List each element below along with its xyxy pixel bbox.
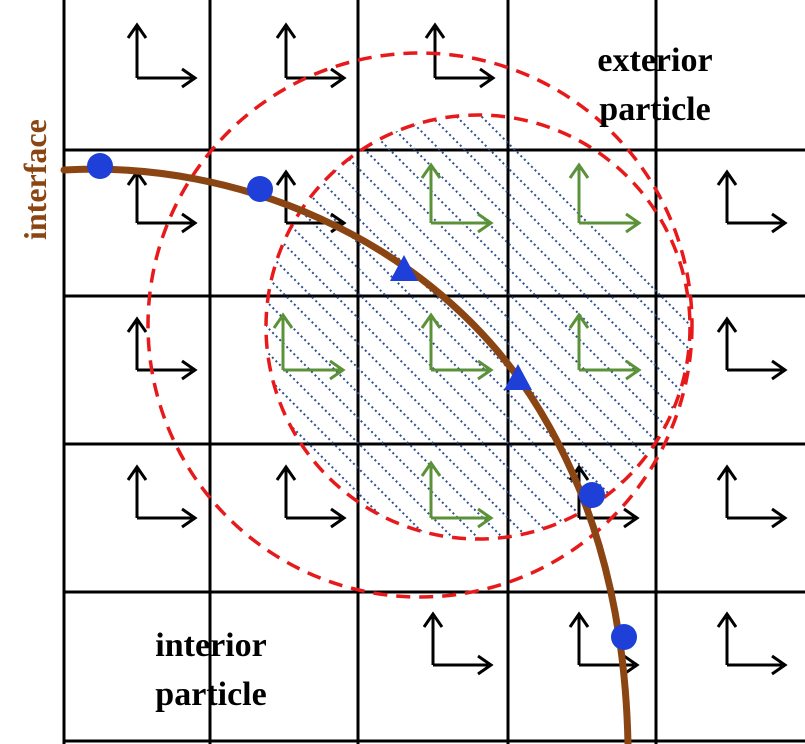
exterior-particle-label-line1: exterior (597, 42, 712, 79)
xy-axes-icon (275, 169, 347, 234)
interface-label: interface (17, 119, 53, 240)
blue-circle-marker-icon (611, 624, 637, 650)
blue-triangle-marker-icon (504, 364, 532, 390)
blue-circle-marker-icon (87, 153, 113, 179)
xy-axes-icon (716, 464, 788, 529)
interior-particle-label-line1: interior (155, 627, 266, 664)
xy-axes-icon (126, 316, 198, 381)
xy-axes-icon (422, 611, 494, 676)
blue-circle-marker-icon (247, 176, 273, 202)
exterior-particle-label-line2: particle (599, 91, 710, 128)
xy-axes-icon (420, 312, 494, 381)
interior-support-circle (264, 113, 692, 541)
xy-axes-icon (568, 162, 642, 234)
xy-axes-icon (126, 464, 198, 529)
black-axes (126, 22, 788, 676)
xy-axes-icon (126, 169, 198, 234)
blue-circle-marker-icon (579, 482, 605, 508)
xy-axes-icon (126, 22, 198, 89)
blue-triangle-marker-icon (390, 255, 418, 281)
xy-axes-icon (716, 169, 788, 234)
xy-axes-icon (420, 460, 494, 529)
xy-axes-icon (716, 316, 788, 381)
exterior-support-circle (146, 51, 694, 599)
xy-axes-icon (275, 22, 347, 89)
xy-axes-icon (275, 464, 347, 529)
grid (62, 0, 805, 744)
interior-particle-label-line2: particle (155, 676, 266, 713)
particle-markers (87, 153, 637, 650)
support-circles (146, 51, 694, 599)
xy-axes-icon (568, 611, 640, 676)
xy-axes-icon (420, 162, 494, 234)
xy-axes-icon (716, 611, 788, 676)
green-axes (272, 162, 642, 529)
xy-axes-icon (272, 312, 346, 381)
xy-axes-icon (568, 312, 642, 381)
interface-curve (60, 165, 632, 744)
